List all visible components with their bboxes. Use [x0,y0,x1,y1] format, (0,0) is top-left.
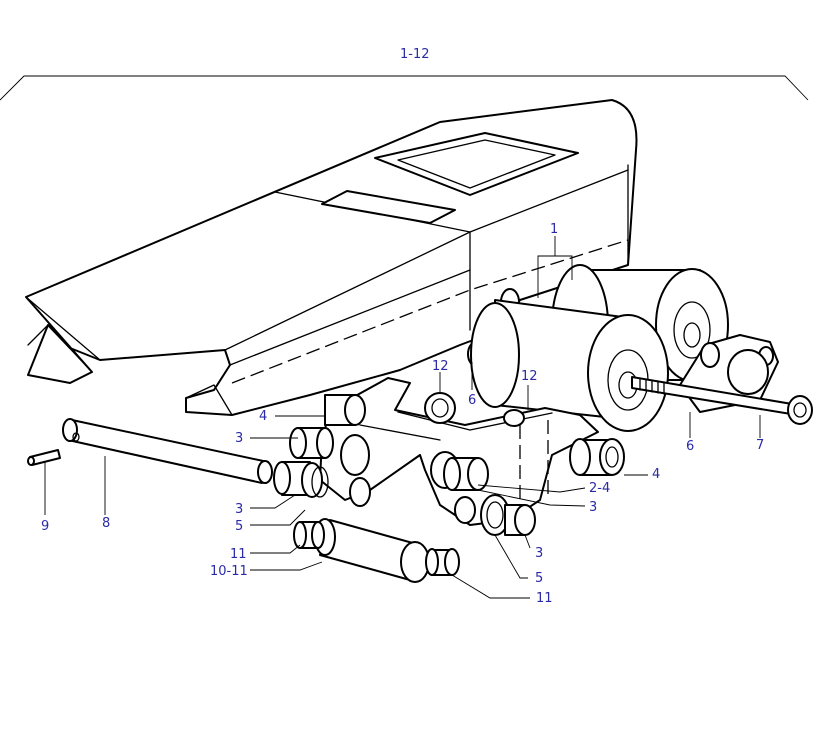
bushing-3-right-low [504,504,536,536]
label-washer-5-right: 5 [535,571,543,586]
assembly-bracket [0,75,809,101]
label-bushing-3-right-low: 3 [535,546,543,561]
label-bolt-7: 7 [756,438,764,453]
label-pin-9: 9 [41,519,49,534]
label-ring-11-right: 11 [536,591,553,606]
ring-11-right [425,548,460,576]
sleeve [314,518,430,583]
label-bushing-4-right: 4 [652,467,660,482]
pin [27,449,61,466]
bushing-4-right [569,438,625,476]
label-bushing-4-left: 4 [259,409,267,424]
label-axle-8: 8 [102,516,110,531]
label-plate-6-left: 6 [468,393,476,408]
label-ring-12-right: 12 [521,369,538,384]
label-yoke-2-4: 2-4 [589,481,610,496]
label-bushing-3-mid: 3 [235,502,243,517]
label-assembly: 1-12 [400,47,430,62]
bushing-3-right-top [443,457,489,491]
ring-11-left [293,521,325,549]
ring-12-right [503,409,525,427]
label-ring-12-left: 12 [432,359,449,374]
ring-12-left [424,392,456,424]
callouts: 1-12 1 4 3 3 5 11 10-11 9 8 12 6 12 6 7 … [41,47,764,606]
axle [62,418,273,484]
label-washer-5-left: 5 [235,519,243,534]
label-roller-pair: 1 [550,222,558,237]
leader-lines [44,362,761,599]
bushing-3-top [289,427,334,459]
label-ring-11-left: 11 [230,547,247,562]
bushing-3-mid [273,461,329,498]
label-bracket-6-right: 6 [686,439,694,454]
label-bushing-3-top: 3 [235,431,243,446]
bolt [631,376,813,425]
bushing-4-left [324,394,366,426]
label-sleeve-10-11: 10-11 [210,564,248,579]
label-bushing-3-right-top: 3 [589,500,597,515]
roller-front [470,299,669,432]
roller-label-bracket [537,236,573,298]
frame [25,99,638,416]
